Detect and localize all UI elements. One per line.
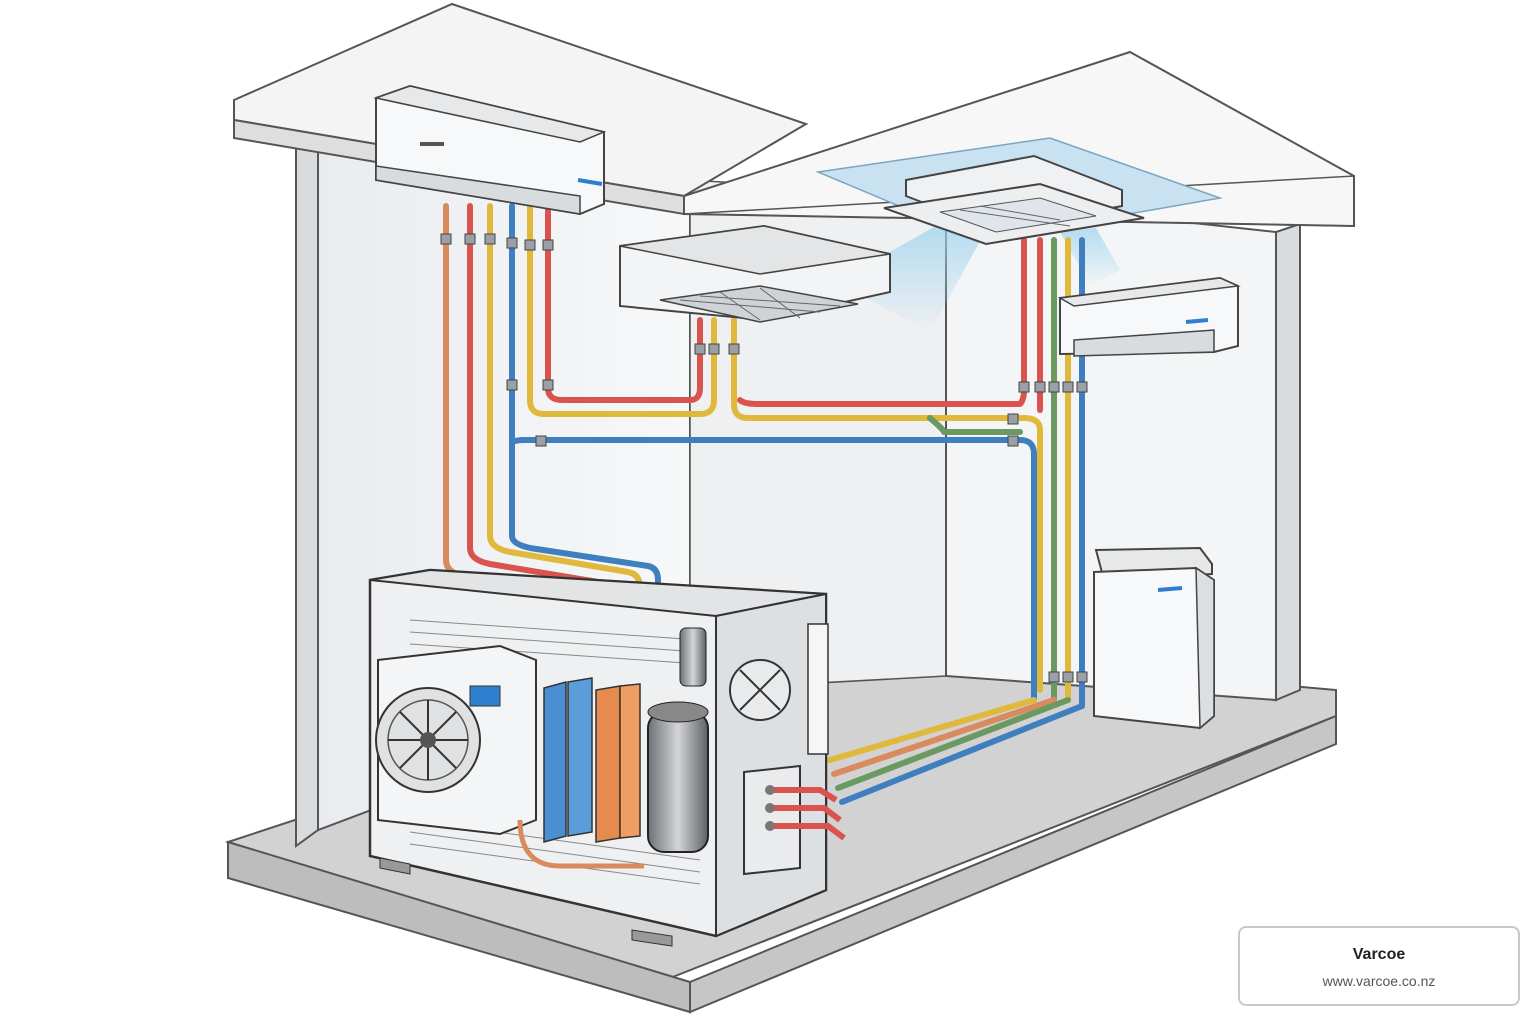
pipe-couplings bbox=[440, 233, 1088, 683]
branch-box bbox=[743, 764, 846, 876]
cassette-airflow bbox=[836, 226, 1120, 332]
watermark-box: Varcoe www.varcoe.co.nz bbox=[1238, 926, 1520, 1006]
floor-console-unit bbox=[1093, 546, 1215, 730]
ceiling-cassette-unit bbox=[883, 154, 1145, 246]
indoor-wall-unit-right bbox=[1057, 276, 1241, 357]
watermark-brand: Varcoe bbox=[1352, 946, 1406, 963]
indoor-wall-unit-left bbox=[373, 84, 607, 216]
ceiling-duct-unit bbox=[619, 224, 891, 323]
watermark-url: www.varcoe.co.nz bbox=[1322, 973, 1436, 989]
